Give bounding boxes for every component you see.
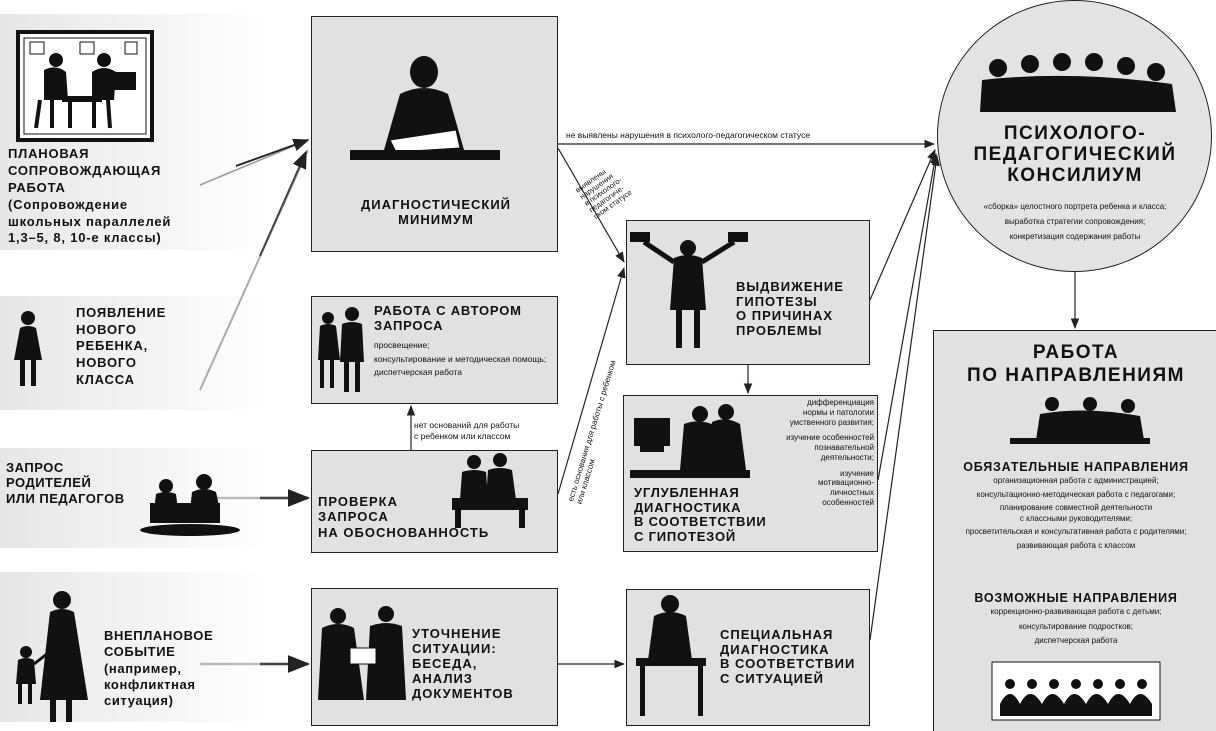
arrow-special-council	[869, 154, 940, 641]
author-work-item: консультирование и методическая помощь;	[374, 353, 547, 364]
mandatory-title: ОБЯЗАТЕЛЬНЫЕ НАПРАВЛЕНИЯ	[963, 460, 1189, 474]
mandatory-item: развивающая работа с классом	[1016, 540, 1136, 550]
possible-item: коррекционно-развивающая работа с детьми…	[990, 607, 1162, 616]
request-text: ЗАПРОС РОДИТЕЛЕЙ ИЛИ ПЕДАГОГОВ	[6, 460, 125, 506]
author-work-list: просвещение; консультирование и методиче…	[374, 340, 550, 378]
council-members-icon	[980, 53, 1176, 112]
hypothesis-box	[626, 220, 870, 365]
arrow-deep-council	[877, 152, 939, 481]
mandatory-item: организационная работа с администрацией;	[993, 476, 1159, 485]
computer-work-icon	[630, 404, 750, 478]
deep-diagnostics-item: изучение особенностей познавательной дея…	[786, 433, 874, 462]
parents-silhouette-icon	[140, 474, 240, 536]
author-work-item: просвещение;	[374, 340, 430, 350]
unplanned-text: ВНЕПЛАНОВОЕ СОБЫТИЕ (например, конфликтн…	[104, 628, 214, 708]
mandatory-item: консультационно-методическая работа с пе…	[976, 489, 1176, 499]
presenter-silhouette-icon	[630, 232, 748, 348]
deep-diagnostics-title: УГЛУБЛЕННАЯ ДИАГНОСТИКА В СООТВЕТСТВИИ С…	[634, 485, 767, 545]
deep-diagnostics-list: дифференциация нормы и патологии умствен…	[782, 398, 874, 508]
new-child-text: ПОЯВЛЕНИЕ НОВОГО РЕБЕНКА, НОВОГО КЛАССА	[76, 305, 167, 387]
request-check-title: ПРОВЕРКА ЗАПРОСА НА ОБОСНОВАННОСТЬ	[318, 494, 490, 540]
class-group-icon	[991, 661, 1161, 721]
clarification-title: УТОЧНЕНИЕ СИТУАЦИИ: БЕСЕДА, АНАЛИЗ ДОКУМ…	[412, 626, 514, 701]
possible-item: диспетчерская работа	[1034, 636, 1118, 646]
person-at-desk-icon	[636, 595, 706, 716]
council-circle	[937, 0, 1212, 272]
deep-diagnostics-item: дифференциация нормы и патологии умствен…	[789, 398, 874, 427]
possible-item: консультирование подростков;	[1018, 621, 1134, 631]
council-item: «сборка» целостного портрета ребенка и к…	[983, 202, 1167, 211]
arrow-planned-head	[235, 138, 310, 167]
arrow-hypothesis-council	[869, 149, 936, 301]
child-silhouette-icon	[14, 311, 42, 386]
mandatory-item: планирование совместной деятельности с к…	[999, 503, 1153, 523]
author-work-item: диспетчерская работа	[374, 367, 463, 378]
arrow-new-child-head	[259, 150, 307, 257]
group-meeting-icon	[1010, 397, 1150, 444]
council-item: конкретизация содержания работы	[1009, 231, 1141, 241]
mother-child-silhouette-icon	[16, 591, 88, 722]
conversation-silhouette-icon	[318, 606, 406, 700]
classroom-picture-icon	[16, 30, 154, 142]
possible-title: ВОЗМОЖНЫЕ НАПРАВЛЕНИЯ	[974, 591, 1178, 605]
planned-work-text: ПЛАНОВАЯ СОПРОВОЖДАЮЩАЯ РАБОТА (Сопровож…	[8, 146, 172, 246]
arrow-violations	[557, 147, 625, 263]
diagnostic-minimum-title: ДИАГНОСТИЧЕСКИЙ МИНИМУМ	[360, 197, 512, 227]
directions-title: РАБОТА ПО НАПРАВЛЕНИЯМ	[967, 342, 1185, 386]
arrow-planned	[199, 139, 309, 186]
deep-diagnostics-item: изучение мотивационно-личностных особенн…	[818, 468, 874, 507]
arrow-has-grounds	[557, 266, 626, 495]
psychologist-at-desk-icon	[350, 56, 500, 160]
source-band-new-child	[0, 296, 268, 410]
mandatory-item: просветительская и консультативная работ…	[965, 527, 1187, 537]
council-list: «сборка» целостного портрета ребенка и к…	[952, 202, 1198, 242]
no-violations-label: не выявлены нарушения в психолого-педаго…	[566, 130, 811, 140]
author-work-title: РАБОТА С АВТОРОМ ЗАПРОСА	[374, 303, 522, 333]
council-item: выработка стратегии сопровождения;	[1004, 216, 1146, 226]
possible-list: коррекционно-развивающая работа с детьми…	[938, 607, 1214, 647]
two-people-silhouette-icon	[318, 307, 364, 392]
no-grounds-label: нет оснований для работы с ребенком или …	[414, 420, 520, 442]
meeting-at-table-icon	[452, 453, 528, 528]
council-title: ПСИХОЛОГО- ПЕДАГОГИЧЕСКИЙ КОНСИЛИУМ	[973, 123, 1177, 186]
hypothesis-title: ВЫДВИЖЕНИЕ ГИПОТЕЗЫ О ПРИЧИНАХ ПРОБЛЕМЫ	[736, 279, 844, 339]
mandatory-list: организационная работа с администрацией;…	[936, 476, 1216, 551]
special-diagnostics-title: СПЕЦИАЛЬНАЯ ДИАГНОСТИКА В СООТВЕТСТВИИ С…	[720, 627, 856, 687]
